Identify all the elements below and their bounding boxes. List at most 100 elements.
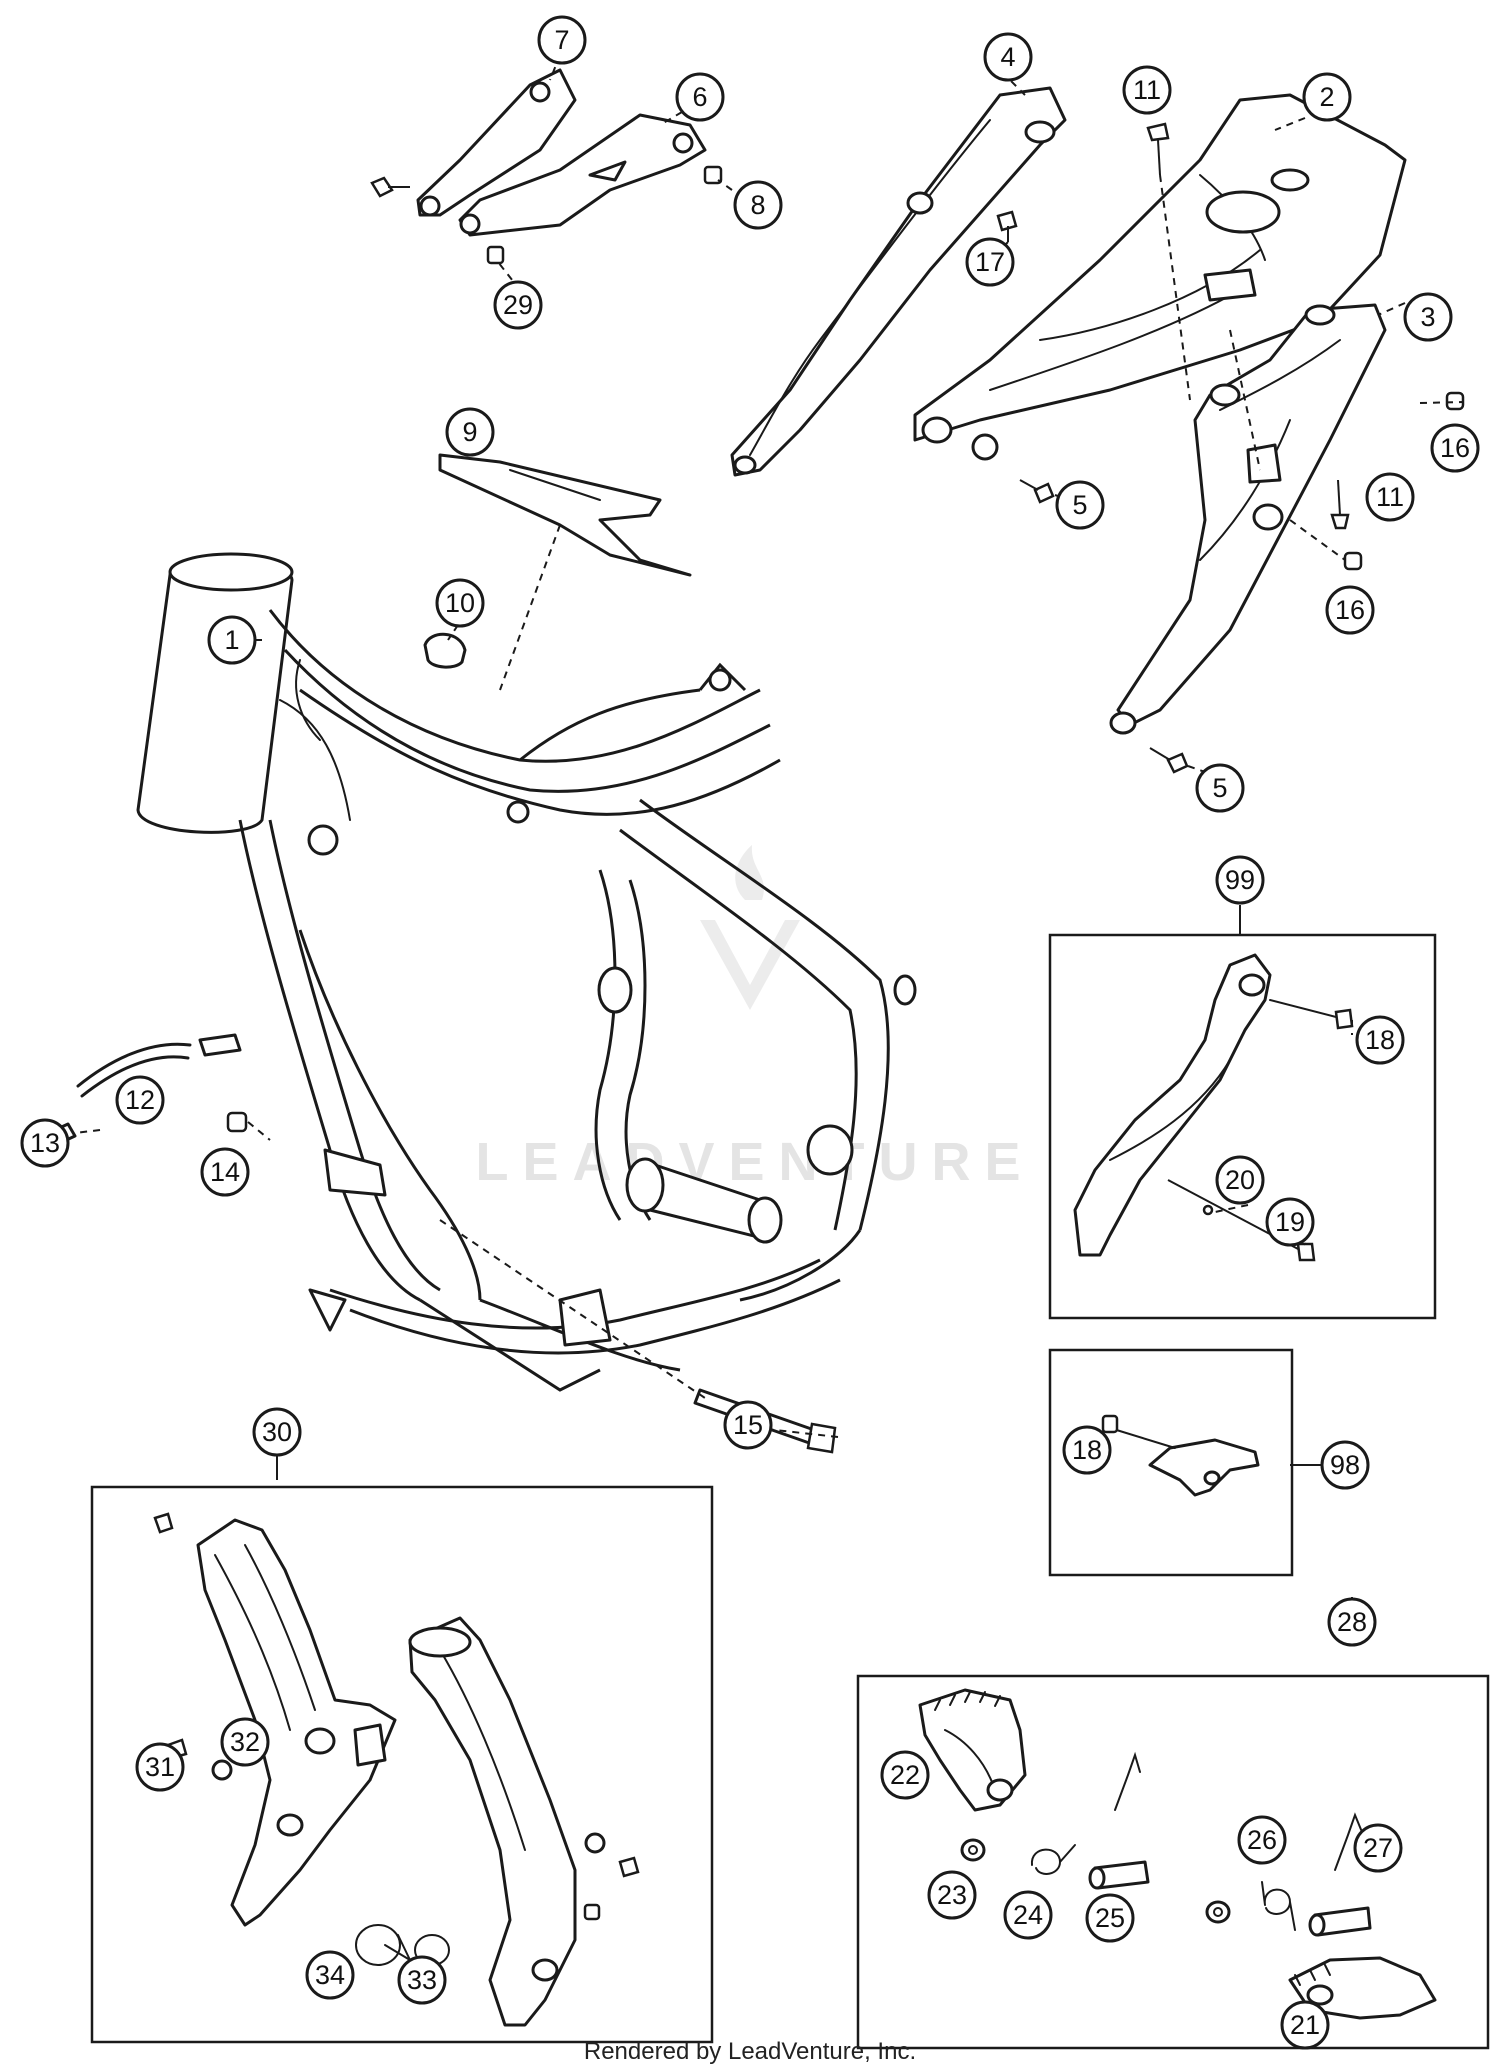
svg-text:5: 5: [1072, 490, 1087, 520]
svg-text:23: 23: [937, 1880, 967, 1910]
footpeg-left[interactable]: [918, 1688, 1027, 1812]
svg-text:31: 31: [145, 1752, 175, 1782]
svg-text:98: 98: [1330, 1450, 1360, 1480]
callout-15[interactable]: 15: [723, 1400, 773, 1450]
svg-text:16: 16: [1335, 595, 1365, 625]
callout-14[interactable]: 14: [200, 1147, 250, 1197]
svg-text:16: 16: [1440, 433, 1470, 463]
callout-26[interactable]: 26: [1237, 1815, 1287, 1865]
kit-98-box: [1048, 1348, 1294, 1577]
callout-1[interactable]: 1: [207, 615, 257, 665]
callout-16-lower[interactable]: 16: [1325, 585, 1375, 635]
svg-text:1: 1: [224, 625, 239, 655]
watermark: LEADVENTURE: [475, 845, 1021, 1192]
frame-guard-left[interactable]: [196, 1518, 397, 1927]
svg-text:4: 4: [1000, 42, 1015, 72]
callout-9[interactable]: 9: [445, 407, 495, 457]
callout-11-lower[interactable]: 11: [1365, 472, 1415, 522]
frame-guard-right[interactable]: [408, 1616, 606, 2027]
svg-text:24: 24: [1013, 1900, 1043, 1930]
svg-text:8: 8: [750, 190, 765, 220]
svg-text:14: 14: [210, 1157, 240, 1187]
callout-8[interactable]: 8: [733, 180, 783, 230]
footpeg-hardware[interactable]: [960, 1751, 1372, 1937]
svg-text:7: 7: [554, 25, 569, 55]
callout-4[interactable]: 4: [983, 32, 1033, 82]
svg-text:33: 33: [407, 1965, 437, 1995]
callout-24[interactable]: 24: [1003, 1890, 1053, 1940]
svg-text:15: 15: [733, 1410, 763, 1440]
kit-30-box: [90, 1485, 714, 2044]
callout-5-upper[interactable]: 5: [1055, 480, 1105, 530]
callout-27[interactable]: 27: [1353, 1823, 1403, 1873]
callout-17[interactable]: 17: [965, 237, 1015, 287]
svg-text:18: 18: [1365, 1025, 1395, 1055]
callout-32[interactable]: 32: [220, 1717, 270, 1767]
callout-34[interactable]: 34: [305, 1950, 355, 2000]
svg-text:18: 18: [1072, 1435, 1102, 1465]
subframe[interactable]: [913, 93, 1407, 461]
callout-13[interactable]: 13: [20, 1118, 70, 1168]
svg-text:30: 30: [262, 1417, 292, 1447]
cable-ties[interactable]: [355, 1924, 450, 1966]
callout-99[interactable]: 99: [1215, 855, 1265, 905]
footer-credit: Rendered by LeadVenture, Inc.: [583, 2038, 917, 2065]
callout-28[interactable]: 28: [1327, 1597, 1377, 1647]
svg-text:2: 2: [1319, 82, 1334, 112]
callout-7[interactable]: 7: [537, 15, 587, 65]
svg-text:99: 99: [1225, 865, 1255, 895]
callout-30[interactable]: 30: [252, 1407, 302, 1457]
svg-text:26: 26: [1247, 1825, 1277, 1855]
svg-text:20: 20: [1225, 1165, 1255, 1195]
svg-text:5: 5: [1212, 773, 1227, 803]
callout-10[interactable]: 10: [435, 578, 485, 628]
svg-text:11: 11: [1133, 75, 1161, 105]
callout-20[interactable]: 20: [1215, 1155, 1265, 1205]
svg-text:22: 22: [890, 1760, 920, 1790]
callout-31[interactable]: 31: [135, 1742, 185, 1792]
svg-text:13: 13: [30, 1128, 60, 1158]
callout-18-kit99[interactable]: 18: [1355, 1015, 1405, 1065]
svg-text:19: 19: [1275, 1207, 1305, 1237]
clip[interactable]: [423, 632, 467, 669]
svg-text:11: 11: [1376, 482, 1404, 512]
callout-11-upper[interactable]: 11: [1122, 65, 1172, 115]
side-stand-bracket[interactable]: [1101, 1414, 1260, 1497]
callout-6[interactable]: 6: [675, 72, 725, 122]
callouts: 1 2 3 4 5 5 6 7 8 9 10 11 11 12 13 14 15…: [20, 15, 1480, 2050]
svg-text:25: 25: [1095, 1903, 1125, 1933]
callout-18-kit98[interactable]: 18: [1062, 1425, 1112, 1475]
svg-text:34: 34: [315, 1960, 345, 1990]
callout-5-lower[interactable]: 5: [1195, 763, 1245, 813]
label-plate[interactable]: [438, 453, 692, 577]
callout-12[interactable]: 12: [115, 1075, 165, 1125]
subframe-strut[interactable]: [1109, 303, 1387, 735]
callout-3[interactable]: 3: [1403, 292, 1453, 342]
callout-22[interactable]: 22: [880, 1750, 930, 1800]
callout-33[interactable]: 33: [397, 1955, 447, 2005]
callout-2[interactable]: 2: [1302, 72, 1352, 122]
svg-text:9: 9: [462, 417, 477, 447]
footpeg-right[interactable]: [1288, 1956, 1437, 2020]
kit-99-box: [1048, 933, 1437, 1320]
svg-text:17: 17: [975, 247, 1005, 277]
callout-29[interactable]: 29: [493, 280, 543, 330]
callout-21[interactable]: 21: [1280, 2000, 1330, 2050]
engine-bracket-6[interactable]: [458, 113, 707, 237]
svg-text:3: 3: [1420, 302, 1435, 332]
callout-19[interactable]: 19: [1265, 1197, 1315, 1247]
svg-text:10: 10: [445, 588, 475, 618]
frame[interactable]: [136, 552, 917, 1392]
callout-98[interactable]: 98: [1320, 1440, 1370, 1490]
callout-23[interactable]: 23: [927, 1870, 977, 1920]
svg-text:28: 28: [1337, 1607, 1367, 1637]
svg-text:12: 12: [125, 1085, 155, 1115]
side-rail[interactable]: [730, 86, 1067, 477]
svg-text:32: 32: [230, 1727, 260, 1757]
svg-text:6: 6: [692, 82, 707, 112]
svg-text:29: 29: [503, 290, 533, 320]
callout-16-upper[interactable]: 16: [1430, 423, 1480, 473]
callout-25[interactable]: 25: [1085, 1893, 1135, 1943]
engine-bracket-7[interactable]: [416, 68, 577, 217]
